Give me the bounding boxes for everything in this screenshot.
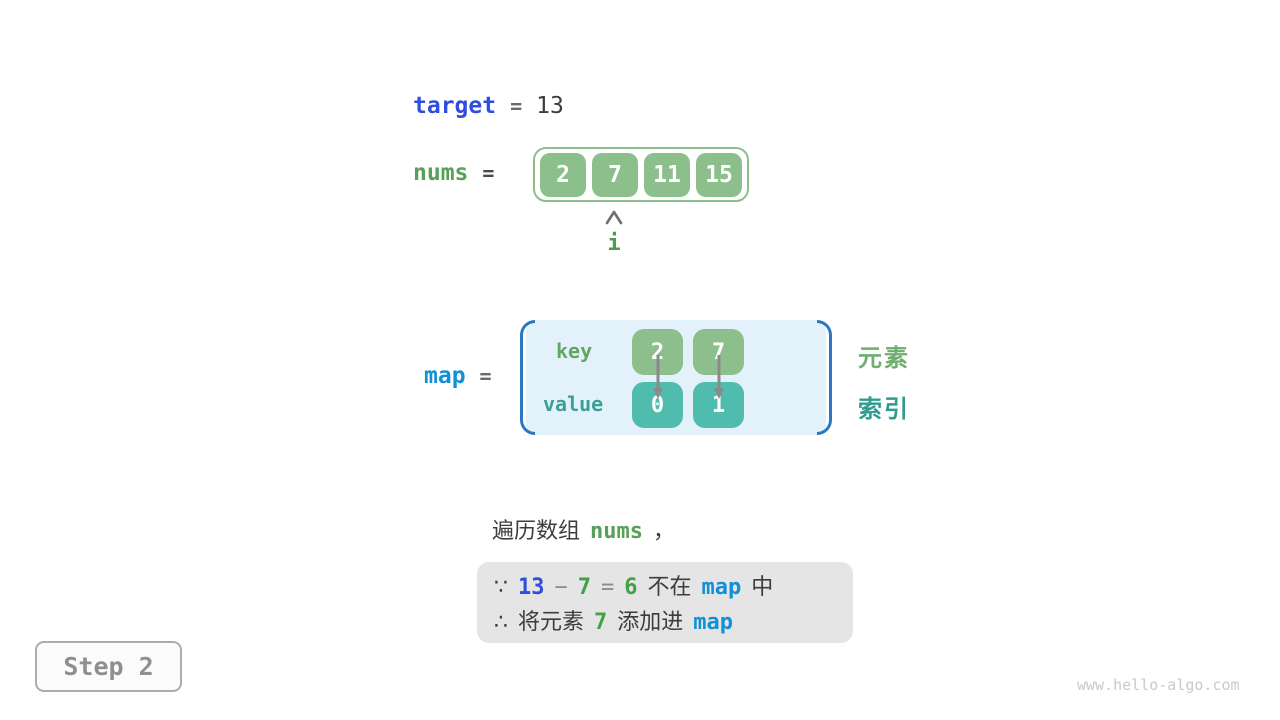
explanation-token: 添加进 <box>617 610 684 635</box>
explanation-token: 7 <box>594 610 608 635</box>
traverse-sentence: 遍历数组 nums ， <box>492 513 675 545</box>
nums-label: nums <box>413 160 469 186</box>
explanation-token: map <box>693 610 734 635</box>
target-value: 13 <box>536 93 564 119</box>
explanation-token: − <box>554 575 568 600</box>
map-value-label: value <box>543 392 604 416</box>
nums-assignment-label: nums = <box>413 160 494 186</box>
explanation-line-1: ∵ 13 − 7 = 6 不在 map 中 <box>494 573 853 603</box>
key-to-value-arrow-icon <box>713 355 724 399</box>
target-assignment: target = 13 <box>413 93 564 119</box>
explanation-token: 中 <box>751 575 774 600</box>
map-label: map <box>424 363 466 389</box>
explanation-token: = <box>601 575 615 600</box>
key-to-value-arrow-icon <box>652 355 663 399</box>
map-assignment-label: map = <box>424 363 492 389</box>
sentence-comma: ， <box>653 519 676 544</box>
explanation-token: ∴ <box>494 610 508 635</box>
nums-equals-sign: = <box>482 161 495 185</box>
nums-array: 2 7 11 15 <box>533 147 749 202</box>
index-pointer-caret-icon <box>605 210 623 225</box>
target-equals-sign: = <box>510 94 523 118</box>
map-equals-sign: = <box>479 364 492 388</box>
explanation-token: 13 <box>518 575 545 600</box>
target-label: target <box>413 93 497 119</box>
map-entries: 2 0 7 1 <box>632 329 744 428</box>
step-badge: Step 2 <box>35 641 182 692</box>
map-key-cell: 7 <box>693 329 744 375</box>
left-bracket <box>520 320 535 435</box>
array-cell: 15 <box>696 152 742 197</box>
index-pointer-label: i <box>607 231 621 256</box>
explanation-box: ∵ 13 − 7 = 6 不在 map 中 ∴ 将元素 <box>477 562 853 643</box>
map-key-label: key <box>556 339 593 363</box>
explanation-token: 6 <box>624 575 638 600</box>
map-entry: 7 1 <box>693 329 744 428</box>
right-bracket <box>817 320 832 435</box>
sentence-prefix: 遍历数组 <box>492 519 581 544</box>
map-container: key value 2 0 7 <box>520 320 832 435</box>
explanation-token: map <box>701 575 742 600</box>
explanation-token: 不在 <box>647 575 692 600</box>
watermark: www.hello-algo.com <box>1077 676 1240 694</box>
explanation-token: 7 <box>577 575 591 600</box>
array-cell: 7 <box>592 152 638 197</box>
explanation-token: 将元素 <box>518 610 585 635</box>
element-label: 元素 <box>858 344 910 372</box>
map-entry: 2 0 <box>632 329 683 428</box>
array-cell: 2 <box>540 152 586 197</box>
explanation-line-2: ∴ 将元素 7 添加进 map <box>494 608 853 638</box>
explanation-token: ∵ <box>494 575 508 600</box>
step-badge-label: Step 2 <box>63 652 154 681</box>
index-label: 索引 <box>858 395 910 423</box>
sentence-nums-code: nums <box>590 519 643 544</box>
array-cell: 11 <box>644 152 690 197</box>
